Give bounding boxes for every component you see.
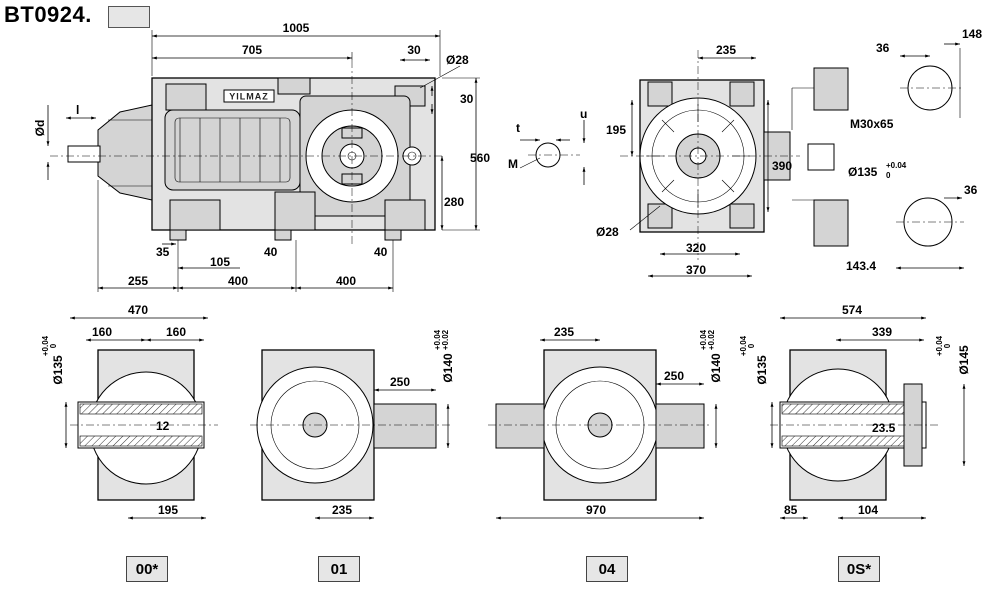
dim-height: 560 <box>470 151 490 165</box>
v0s-dim-key: 23.5 <box>872 421 896 435</box>
v0s-dim-339: 339 <box>872 325 892 339</box>
variant-00-view: 470 160 160 Ø135 +0.04 0 12 195 <box>41 303 218 520</box>
dim-foot-35: 35 <box>156 245 170 259</box>
dim-shaft-l: l <box>76 103 79 117</box>
brand-label: YILMAZ <box>229 92 269 102</box>
foot-right <box>384 199 426 231</box>
variant-label-04: 04 <box>586 556 628 582</box>
v00-tol-upper: +0.04 <box>41 335 50 356</box>
v04-dim-235: 235 <box>554 325 574 339</box>
key-u: u <box>580 107 587 121</box>
dim-side-370: 370 <box>686 263 706 277</box>
v04-tol-upper: +0.04 <box>699 329 708 350</box>
v04-dim-250: 250 <box>664 369 684 383</box>
top-boss-left <box>165 83 207 111</box>
variant-label-0s: 0S* <box>838 556 880 582</box>
shaft-detail: 36 148 M30x65 Ø135 +0.04 0 36 143.4 <box>791 27 982 273</box>
v0s-tol-lower-left: 0 <box>747 343 756 348</box>
v00-dim-160a: 160 <box>92 325 112 339</box>
dim-foot-105: 105 <box>210 255 230 269</box>
v01-dim-235: 235 <box>332 503 352 517</box>
v01-tol-upper: +0.04 <box>433 329 442 350</box>
v0s-dim-dia-left: Ø135 <box>755 355 769 385</box>
v0s-dim-dia-right: Ø145 <box>957 345 971 375</box>
v0s-tol-upper-right: +0.04 <box>935 335 944 356</box>
foot-mid <box>274 191 316 231</box>
dim-body-length: 705 <box>242 43 262 57</box>
shaft-section-top <box>907 65 953 111</box>
v0s-dim-574: 574 <box>842 303 862 317</box>
dim-foot-40a: 40 <box>264 245 278 259</box>
dim-thread: M30x65 <box>850 117 894 131</box>
dim-bore: Ø135 <box>848 165 878 179</box>
v04-shaft-right <box>655 403 705 449</box>
dim-shaft-36a: 36 <box>876 41 890 55</box>
main-front-view: YILMAZ 1005 705 30 Ø28 3 <box>33 21 490 292</box>
dim-side-hole: Ø28 <box>596 225 619 239</box>
dim-top-30: 30 <box>407 43 421 57</box>
v04-dim-dia: Ø140 <box>709 353 723 383</box>
key-detail: t u M <box>508 107 587 185</box>
v04-shaft-left <box>495 403 545 449</box>
dim-bottom-255: 255 <box>128 274 148 288</box>
v04-dim-970: 970 <box>586 503 606 517</box>
model-title: BT0924. <box>4 2 92 27</box>
dim-side-320: 320 <box>686 241 706 255</box>
variant-01-view: 250 Ø140 +0.04 +0.02 235 <box>250 329 455 520</box>
v01-output-shaft <box>373 403 437 449</box>
key-t: t <box>516 121 520 135</box>
v00-tol-lower: 0 <box>49 343 58 348</box>
v04-tol-lower: +0.02 <box>707 329 716 350</box>
dim-bottom-400a: 400 <box>228 274 248 288</box>
dim-shaft-36b: 36 <box>964 183 978 197</box>
dim-bore-tol-lower: 0 <box>886 171 891 180</box>
dim-bottom-400b: 400 <box>336 274 356 288</box>
dim-shaft-143: 143.4 <box>846 259 876 273</box>
variant-label-00: 00* <box>126 556 168 582</box>
v01-dim-250: 250 <box>390 375 410 389</box>
v00-dim-dia: Ø135 <box>51 355 65 385</box>
v01-tol-lower: +0.02 <box>441 329 450 350</box>
key-m: M <box>508 157 518 171</box>
v00-dim-470: 470 <box>128 303 148 317</box>
dim-shaft-148: 148 <box>962 27 982 41</box>
dim-shaft-d: Ød <box>33 120 47 137</box>
v00-dim-160b: 160 <box>166 325 186 339</box>
v0s-dim-85: 85 <box>784 503 798 517</box>
dim-half-height: 280 <box>444 195 464 209</box>
dim-hole-28: Ø28 <box>446 53 469 67</box>
dim-bore-tol-upper: +0.04 <box>886 161 907 170</box>
variant-0s-view: 574 339 Ø135 +0.04 0 Ø145 +0.04 0 23.5 8… <box>739 303 971 520</box>
brand-plate <box>223 89 275 103</box>
foot-left <box>169 199 221 231</box>
v01-dim-dia: Ø140 <box>441 353 455 383</box>
v0s-tol-upper-left: +0.04 <box>739 335 748 356</box>
top-boss-mid <box>277 77 311 95</box>
dim-overall-length: 1005 <box>283 21 310 35</box>
input-shaft <box>67 145 101 163</box>
v00-dim-195: 195 <box>158 503 178 517</box>
model-suffix-box <box>108 6 150 28</box>
dim-side-390: 390 <box>772 159 792 173</box>
side-view: 235 195 390 Ø28 320 370 <box>596 43 800 278</box>
dim-side-235: 235 <box>716 43 736 57</box>
variant-label-01: 01 <box>318 556 360 582</box>
dim-right-30: 30 <box>460 92 474 106</box>
v00-dim-key: 12 <box>156 419 170 433</box>
variant-04-view: 235 250 Ø140 +0.04 +0.02 970 <box>488 325 723 520</box>
dim-foot-40b: 40 <box>374 245 388 259</box>
v0s-tol-lower-right: 0 <box>943 343 952 348</box>
v0s-dim-104: 104 <box>858 503 878 517</box>
dim-side-195: 195 <box>606 123 626 137</box>
